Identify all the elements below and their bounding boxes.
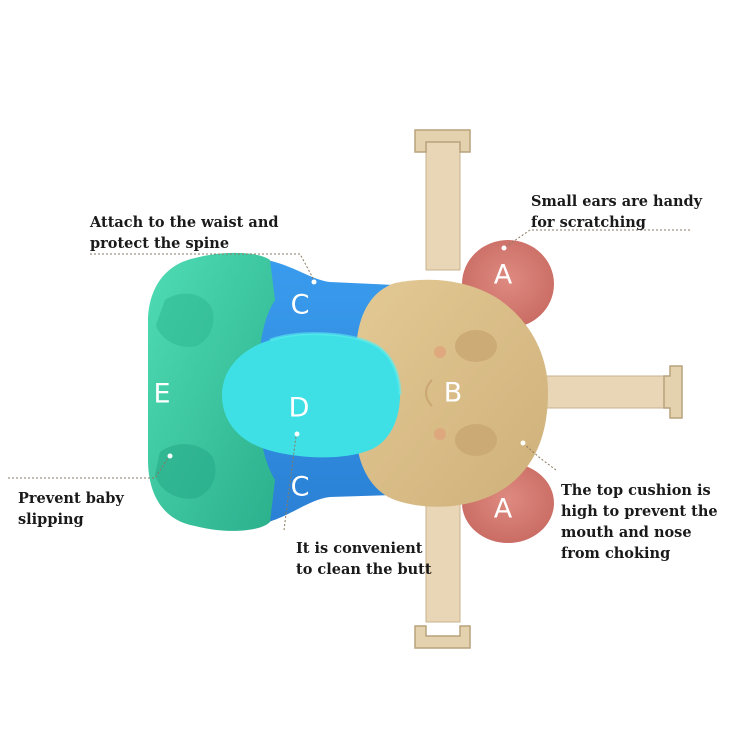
leader-ears <box>503 229 690 249</box>
zone-label-d: D <box>289 393 310 424</box>
leader-dots <box>167 245 526 459</box>
zone-label-a-top: A <box>494 260 513 291</box>
bottom-pad <box>222 332 402 458</box>
zone-label-c-bottom: C <box>291 472 310 503</box>
leader-lines <box>8 229 690 531</box>
callout-cushion: The top cushion is high to prevent the m… <box>561 482 718 562</box>
zone-label-a-bottom: A <box>494 494 513 525</box>
vertical-strap <box>414 129 471 649</box>
leader-slipping <box>8 457 169 479</box>
seat-cushion <box>148 252 275 531</box>
leader-waist <box>90 253 315 281</box>
leader-cushion <box>523 443 557 471</box>
callout-ears: Small ears are handy for scratching <box>531 193 703 231</box>
zone-label-c-top: C <box>291 290 310 321</box>
zone-label-b: B <box>444 378 463 409</box>
zone-label-e: E <box>153 379 170 410</box>
callout-butt: It is convenient to clean the butt <box>296 540 432 578</box>
head-cushion <box>356 279 548 507</box>
callout-slipping: Prevent baby slipping <box>18 490 124 528</box>
callout-waist: Attach to the waist and protect the spin… <box>90 214 279 252</box>
